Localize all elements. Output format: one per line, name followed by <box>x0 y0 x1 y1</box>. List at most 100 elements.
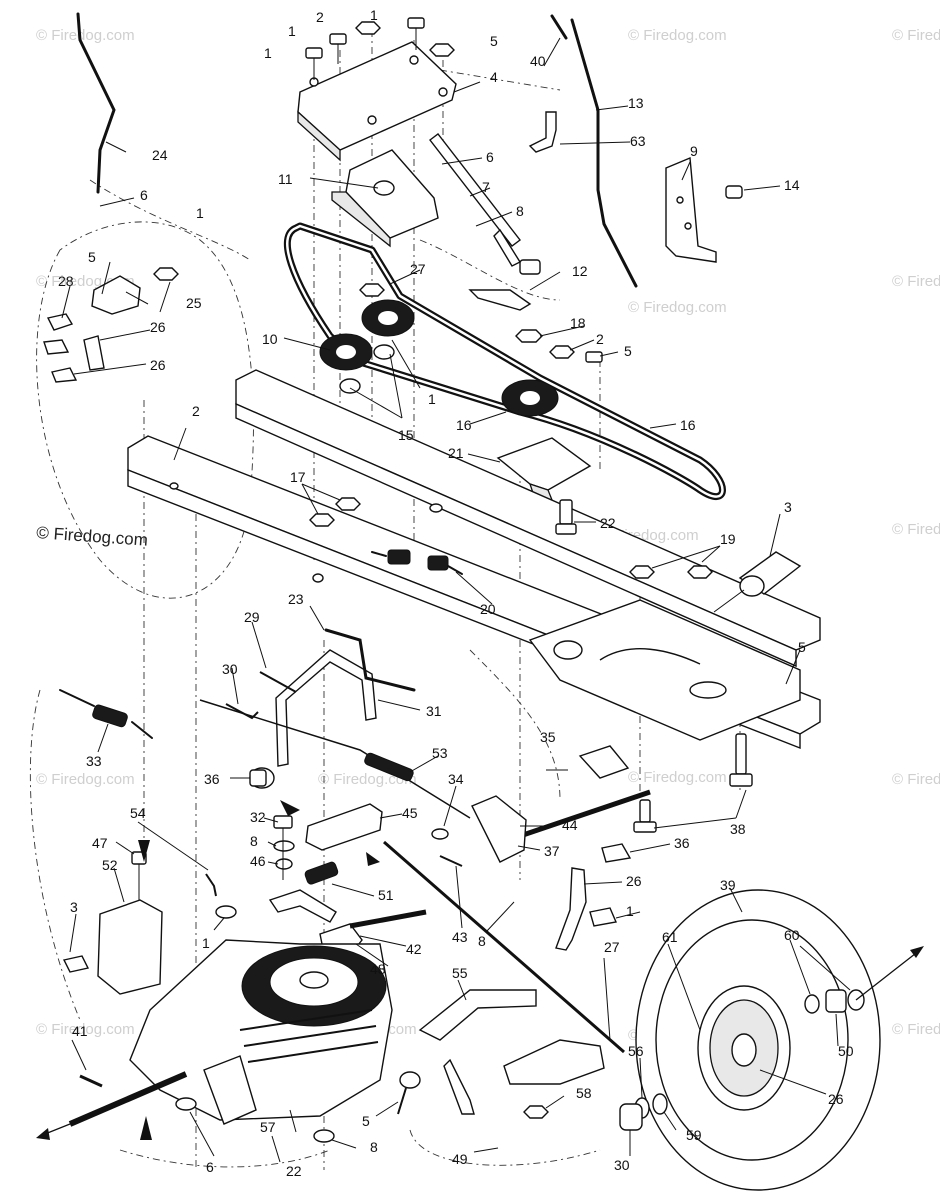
brake-lever <box>275 649 377 767</box>
callout-number: 31 <box>426 703 442 719</box>
callout-number: 32 <box>250 809 266 825</box>
callout-number: 36 <box>204 771 220 787</box>
pin <box>550 14 568 40</box>
callout-number: 35 <box>540 729 556 745</box>
fitting <box>528 111 557 153</box>
watermark: © Firedog.com <box>892 521 940 538</box>
idler-spring-44 <box>268 861 363 955</box>
direction-arrows <box>36 800 924 1140</box>
clip-31 <box>225 703 259 720</box>
callout-number: 34 <box>448 771 464 787</box>
bracket-51 <box>62 851 163 995</box>
idler-bracket <box>331 149 439 248</box>
callout-number: 13 <box>628 95 644 111</box>
callout-number: 48 <box>370 961 386 977</box>
callout-number: 9 <box>690 143 698 159</box>
callout-number: 2 <box>316 9 324 25</box>
watermark: © Firedog.com <box>36 1021 135 1038</box>
watermark: © Firedog.com <box>628 769 727 786</box>
watermark: © Firedog.com <box>892 771 940 788</box>
mount-bracket-41 <box>418 989 605 1119</box>
watermark: © Firedog.com <box>628 27 727 44</box>
callout-number: 1 <box>264 45 272 61</box>
callout-number: 16 <box>680 417 696 433</box>
left-bracket <box>43 267 179 383</box>
callout-number: 52 <box>102 857 118 873</box>
callout-number: 51 <box>378 887 394 903</box>
callout-number: 15 <box>398 427 414 443</box>
callout-number: 36 <box>674 835 690 851</box>
bolt-stack <box>273 815 295 880</box>
watermark: © Firedog.com <box>892 1021 940 1038</box>
watermark: © Firedog.com <box>892 27 940 44</box>
callout-number: 8 <box>370 1139 378 1155</box>
callout-number: 23 <box>288 591 304 607</box>
lift-rod <box>76 12 116 194</box>
nuts <box>309 497 361 527</box>
pulleys <box>319 283 559 417</box>
watermark: © Firedog.com <box>36 771 135 788</box>
main-frame <box>127 369 821 750</box>
leader-lines <box>61 37 851 1163</box>
watermark-main: © Firedog.com <box>36 523 149 550</box>
callout-number: 43 <box>452 929 468 945</box>
callout-number: 1 <box>196 205 204 221</box>
callout-number: 20 <box>480 601 496 617</box>
callout-number: 45 <box>402 805 418 821</box>
callout-number: 49 <box>452 1151 468 1167</box>
callout-number: 8 <box>478 933 486 949</box>
callout-number: 59 <box>686 1127 702 1143</box>
callout-number: 41 <box>72 1023 88 1039</box>
callout-number: 30 <box>614 1157 630 1173</box>
watermark: © Firedog.com <box>36 27 135 44</box>
callout-number: 40 <box>530 53 546 69</box>
callout-number: 16 <box>456 417 472 433</box>
callout-number: 7 <box>482 179 490 195</box>
callout-number: 60 <box>784 927 800 943</box>
callout-number: 25 <box>186 295 202 311</box>
brake-rod <box>324 628 416 692</box>
shift-rod <box>570 18 638 288</box>
callout-number: 6 <box>486 149 494 165</box>
callout-number: 37 <box>544 843 560 859</box>
callout-number: 29 <box>244 609 260 625</box>
callout-number: 12 <box>572 263 588 279</box>
callout-number: 39 <box>720 877 736 893</box>
callout-number: 24 <box>152 147 168 163</box>
callout-number: 18 <box>570 315 586 331</box>
watermark: © Firedog.com <box>318 771 417 788</box>
callout-number: 57 <box>260 1119 276 1135</box>
callout-number: 10 <box>262 331 278 347</box>
callout-number: 47 <box>92 835 108 851</box>
callout-number: 3 <box>70 899 78 915</box>
callout-number: 22 <box>286 1163 302 1179</box>
bolt-3 <box>555 499 577 535</box>
callout-number: 14 <box>784 177 800 193</box>
callout-number: 61 <box>662 929 678 945</box>
callout-number: 44 <box>562 817 578 833</box>
springs <box>371 549 463 575</box>
shift-shaft <box>383 840 625 1054</box>
bolt-26-lower <box>79 1071 421 1115</box>
idler-arm <box>429 133 522 267</box>
knob-32 <box>249 767 275 789</box>
watermark: © Firedog.com <box>892 273 940 290</box>
nuts-5 <box>515 329 713 579</box>
watermark: © Firedog.com <box>628 299 727 316</box>
callout-number: 26 <box>828 1091 844 1107</box>
callout-number: 19 <box>720 531 736 547</box>
callout-number: 5 <box>490 33 498 49</box>
callout-number: 22 <box>600 515 616 531</box>
callout-number: 1 <box>202 935 210 951</box>
bracket-54 <box>305 803 383 851</box>
callout-number: 53 <box>432 745 448 761</box>
callout-number: 1 <box>288 23 296 39</box>
callout-number: 8 <box>516 203 524 219</box>
shift-bracket <box>665 156 743 263</box>
callout-number: 50 <box>838 1043 854 1059</box>
callout-number: 1 <box>428 391 436 407</box>
hub-parts <box>619 989 865 1131</box>
brake-shaft <box>431 745 651 863</box>
